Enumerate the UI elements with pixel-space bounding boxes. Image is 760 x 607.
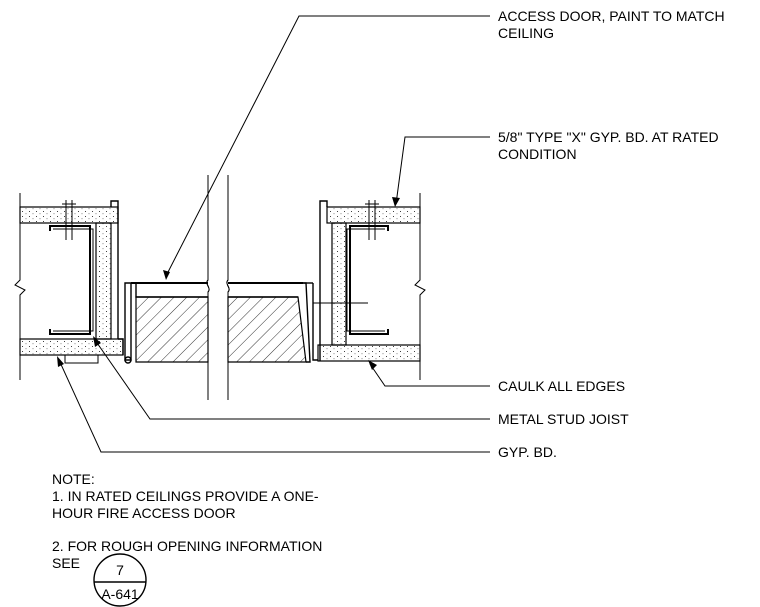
note-heading: NOTE: (52, 471, 95, 487)
detail-sheet: A-641 (101, 586, 139, 602)
door-break-lines (206, 175, 230, 400)
access-door (124, 282, 313, 364)
note-2-line2: SEE (52, 555, 80, 571)
leader-lines (57, 15, 490, 453)
left-vertical-gyp-board (95, 222, 112, 340)
left-top-gyp-board (19, 206, 119, 224)
left-ceiling-assembly (14, 193, 124, 380)
note-2-line1: 2. FOR ROUGH OPENING INFORMATION (52, 538, 322, 554)
label-access-door-line2: CEILING (498, 25, 554, 41)
label-caulk: CAULK ALL EDGES (498, 378, 625, 394)
label-access-door-line1: ACCESS DOOR, PAINT TO MATCH (498, 8, 725, 24)
detail-reference-bubble[interactable]: 7 A-641 (93, 553, 147, 607)
left-metal-stud-joist (49, 225, 91, 335)
door-core-left (135, 296, 209, 363)
label-gyp-rated-line1: 5/8" TYPE "X" GYP. BD. AT RATED (498, 129, 719, 145)
note-1-line2: HOUR FIRE ACCESS DOOR (52, 505, 236, 521)
right-bottom-gyp-board (317, 344, 421, 362)
detail-number: 7 (116, 562, 124, 578)
label-gyp-bd: GYP. BD. (498, 444, 557, 460)
right-top-gyp-board (326, 206, 421, 224)
label-metal-stud: METAL STUD JOIST (498, 411, 629, 427)
door-core-right (227, 296, 307, 363)
left-bottom-gyp-board (19, 338, 124, 356)
label-gyp-rated-line2: CONDITION (498, 146, 577, 162)
note-1-line1: 1. IN RATED CEILINGS PROVIDE A ONE- (52, 488, 319, 504)
right-vertical-gyp-board (331, 222, 347, 346)
right-ceiling-assembly (312, 193, 426, 380)
right-metal-stud-joist (349, 225, 389, 335)
